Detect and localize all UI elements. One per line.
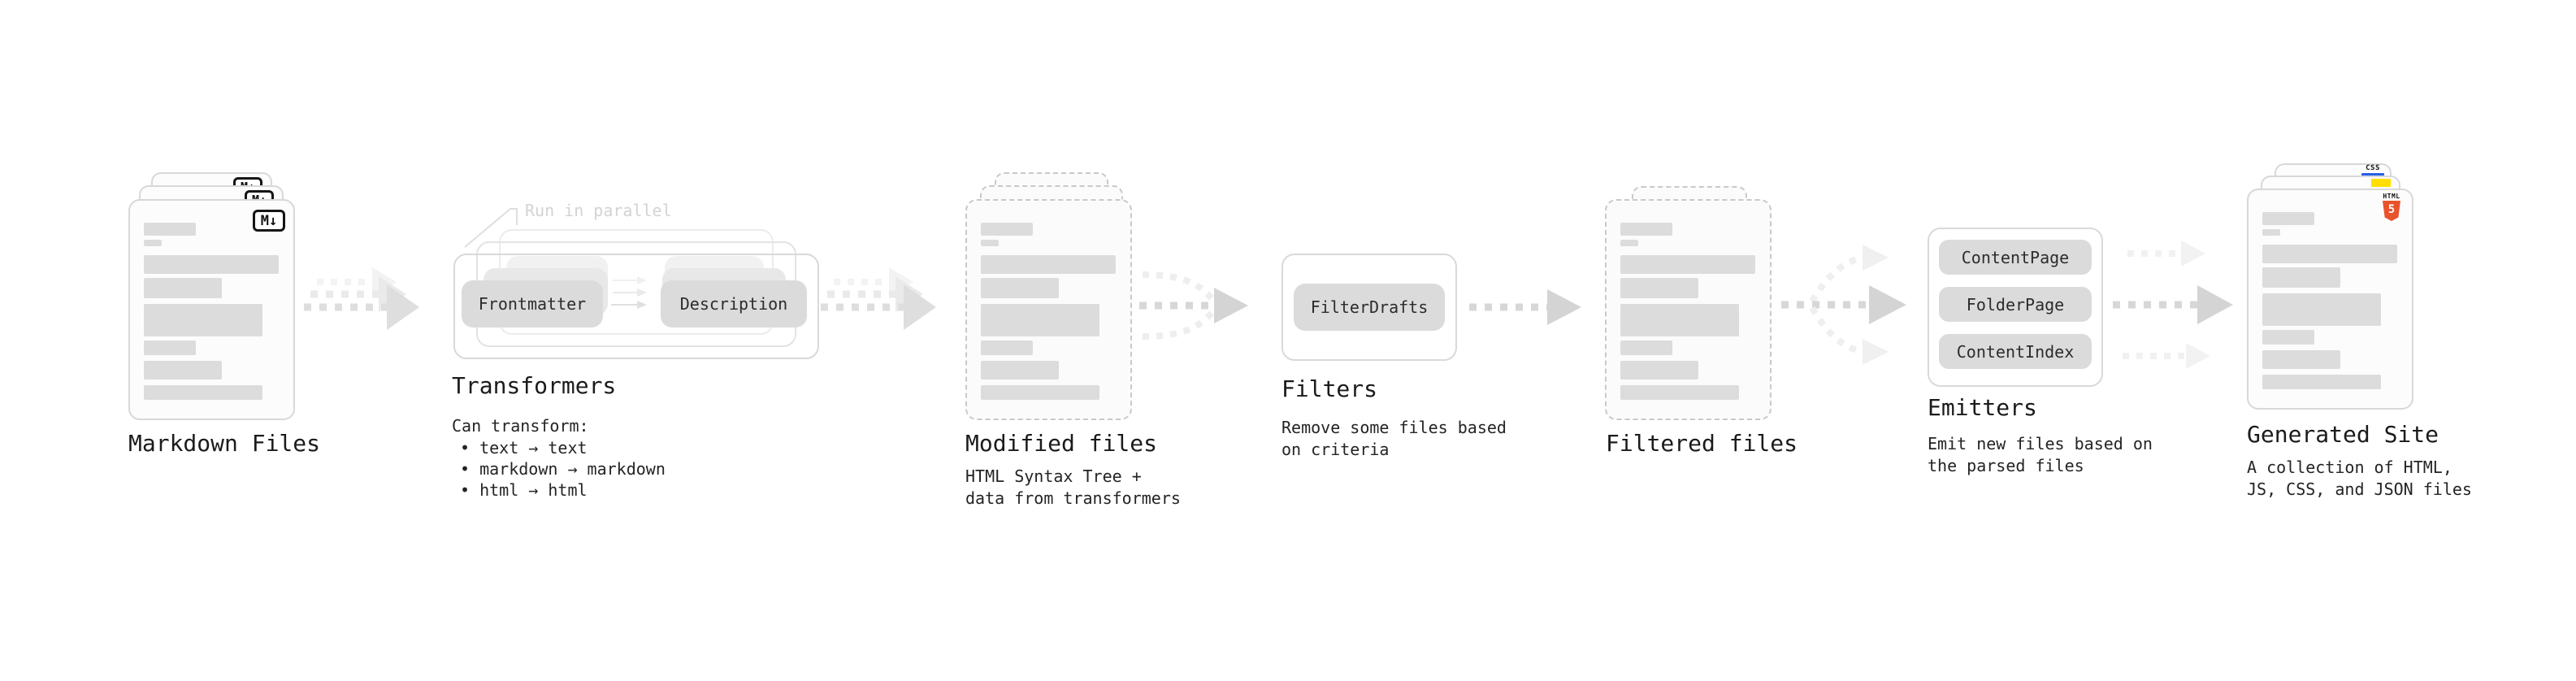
placeholder-text-bar [144, 278, 222, 298]
html5-icon-text: HTML [2383, 193, 2400, 200]
html5-shield: 5 [2383, 201, 2400, 221]
contentpage-pill: ContentPage [1939, 240, 2092, 275]
contentindex-pill: ContentIndex [1939, 334, 2092, 369]
placeholder-text-bar [144, 223, 196, 236]
css-icon-text: CSS [2366, 164, 2380, 172]
transformers-caption-title: Can transform: [452, 416, 589, 436]
filtered-files-label: Filtered files [1606, 430, 1798, 457]
generated-site-caption: A collection of HTML, JS, CSS, and JSON … [2247, 458, 2472, 499]
arrow-emitters-to-generated [2113, 241, 2233, 369]
placeholder-text-bar [144, 385, 262, 400]
placeholder-text-bar [144, 240, 162, 246]
placeholder-text-bar [144, 255, 279, 274]
placeholder-text-bar [1620, 240, 1638, 246]
markdown-files-label: Markdown Files [128, 430, 321, 457]
arrow-modified-to-filters [1139, 271, 1248, 340]
bullet-item: • text → text [460, 438, 588, 458]
placeholder-text-bar [981, 278, 1059, 298]
placeholder-text-bar [981, 255, 1116, 274]
transformers-label: Transformers [452, 372, 617, 399]
placeholder-text-bar [1620, 255, 1755, 274]
arrow-transformers-to-modified [821, 267, 936, 330]
js-icon [2371, 179, 2391, 187]
arrow-filters-to-filtered [1469, 289, 1581, 325]
placeholder-text-bar [1620, 385, 1739, 400]
placeholder-text-bar [144, 361, 222, 380]
placeholder-text-bar [1620, 223, 1672, 236]
placeholder-text-bar [1620, 304, 1739, 336]
transformers-bullet-list: • text → text • markdown → markdown • ht… [452, 437, 666, 501]
run-in-parallel-note: Run in parallel [525, 201, 672, 220]
placeholder-text-bar [1620, 278, 1698, 298]
emitters-caption: Emit new files based on the parsed files [1928, 434, 2153, 475]
arrow-markdown-to-transformers [304, 267, 419, 330]
placeholder-text-bar [981, 304, 1099, 336]
modified-files-caption: HTML Syntax Tree + data from transformer… [965, 466, 1181, 508]
generated-file-card [2247, 189, 2413, 410]
modified-files-label: Modified files [965, 430, 1158, 457]
arrow-filtered-to-emitters [1781, 245, 1906, 365]
bullet-item: • html → html [460, 480, 588, 500]
folderpage-pill: FolderPage [1939, 287, 2092, 322]
placeholder-text-bar [144, 340, 196, 355]
markdown-icon: M↓ [253, 210, 285, 232]
placeholder-text-bar [2262, 375, 2381, 389]
filters-caption: Remove some files based on criteria [1281, 418, 1507, 459]
note-leader-line [464, 208, 518, 248]
placeholder-text-bar [981, 385, 1099, 400]
placeholder-text-bar [2262, 245, 2397, 263]
placeholder-text-bar [1620, 361, 1698, 380]
pill-to-pill-arrows [611, 276, 647, 309]
placeholder-text-bar [2262, 267, 2340, 288]
placeholder-text-bar [981, 240, 999, 246]
filtered-file-card [1605, 199, 1772, 420]
markdown-file-card [128, 199, 295, 420]
placeholder-text-bar [2262, 293, 2381, 326]
css-icon: CSS [2361, 165, 2384, 176]
placeholder-text-bar [144, 304, 262, 336]
frontmatter-pill: Frontmatter [462, 280, 603, 327]
filterdrafts-pill: FilterDrafts [1294, 284, 1445, 331]
transformer-frame-front [453, 254, 819, 359]
modified-file-card [965, 199, 1132, 420]
placeholder-text-bar [2262, 229, 2280, 236]
css-icon-bar [2361, 173, 2384, 176]
placeholder-text-bar [2262, 350, 2340, 369]
placeholder-text-bar [2262, 212, 2314, 225]
filters-label: Filters [1281, 375, 1378, 402]
bullet-item: • markdown → markdown [460, 459, 666, 479]
placeholder-text-bar [2262, 330, 2314, 345]
emitters-label: Emitters [1928, 394, 2037, 421]
placeholder-text-bar [981, 340, 1033, 355]
placeholder-text-bar [981, 361, 1059, 380]
description-pill: Description [661, 280, 807, 327]
html5-icon: HTML 5 [2379, 193, 2404, 221]
placeholder-text-bar [1620, 340, 1672, 355]
generated-site-label: Generated Site [2247, 421, 2439, 448]
placeholder-text-bar [981, 223, 1033, 236]
